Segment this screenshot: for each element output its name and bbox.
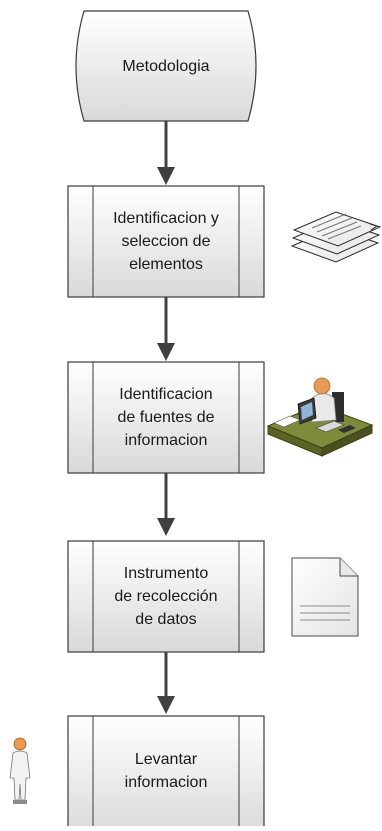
terminator-metodologia (75, 10, 257, 122)
process-box-levantar (67, 715, 265, 831)
arrow-2 (157, 297, 175, 361)
arrow-1 (157, 121, 175, 185)
documents-stack-icon (290, 211, 382, 263)
process-box-identificacion-seleccion (67, 185, 265, 298)
arrow-3 (157, 473, 175, 536)
arrow-4 (157, 652, 175, 714)
document-page-icon (291, 557, 359, 637)
process-box-instrumento (67, 540, 265, 653)
process-box-identificacion-fuentes (67, 361, 265, 474)
standing-person-icon (9, 737, 31, 804)
person-at-computer-desk-icon (266, 377, 374, 457)
